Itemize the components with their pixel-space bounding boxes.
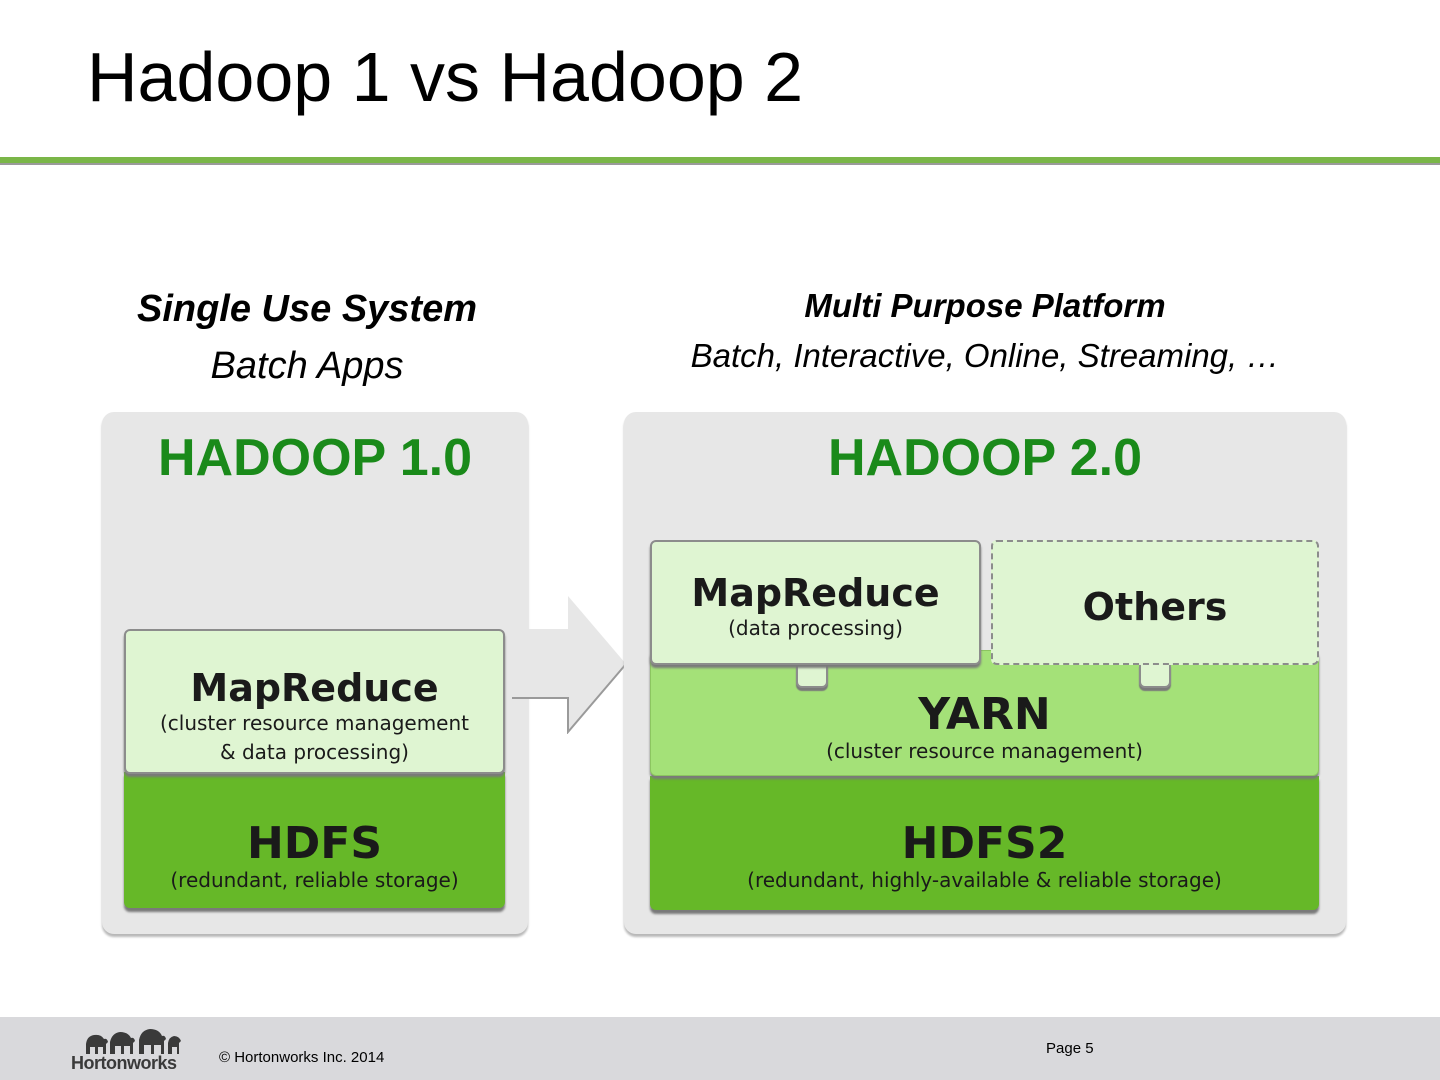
mapreduce-v1-desc-line1: (cluster resource management [159, 711, 469, 735]
title-divider [0, 157, 1440, 163]
others-yarn-connector [1139, 664, 1171, 688]
others-block: Others [991, 540, 1319, 665]
hortonworks-logo: Hortonworks [71, 1053, 177, 1073]
copyright-text: © Hortonworks Inc. 2014 [219, 1049, 385, 1066]
mapreduce-v2-label: MapReduce [691, 571, 940, 615]
mapreduce-v1-block: MapReduce (cluster resource management &… [124, 629, 505, 774]
left-subheading: Batch Apps [210, 345, 404, 387]
hdfs2-desc: (redundant, highly-available & reliable … [747, 868, 1222, 892]
hdfs-label: HDFS [246, 818, 383, 869]
yarn-desc: (cluster resource management) [826, 739, 1143, 763]
title-divider-shadow [0, 163, 1440, 165]
left-heading: Single Use System [136, 288, 478, 330]
others-label: Others [1082, 585, 1228, 629]
upgrade-arrow-icon [512, 596, 627, 734]
yarn-block: YARN (cluster resource management) [650, 650, 1319, 776]
yarn-label: YARN [918, 689, 1051, 740]
right-heading: Multi Purpose Platform [804, 287, 1166, 324]
mapreduce-v2-block: MapReduce (data processing) [650, 540, 981, 665]
hdfs-block: HDFS (redundant, reliable storage) [124, 772, 505, 908]
hdfs-desc: (redundant, reliable storage) [170, 868, 459, 892]
mapreduce-v2-desc: (data processing) [728, 616, 903, 640]
right-subheading: Batch, Interactive, Online, Streaming, … [690, 337, 1280, 374]
mapreduce-v1-desc-line2: & data processing) [220, 740, 409, 764]
footer-bar [0, 1017, 1440, 1080]
slide-title: Hadoop 1 vs Hadoop 2 [87, 38, 804, 116]
mapreduce-yarn-connector [796, 664, 828, 688]
hdfs2-label: HDFS2 [901, 818, 1068, 869]
mapreduce-v1-label: MapReduce [190, 666, 439, 710]
page-number: Page 5 [1046, 1040, 1094, 1057]
hadoop1-title: HADOOP 1.0 [157, 429, 473, 487]
elephant-logo-icon [86, 1029, 181, 1054]
hadoop2-title: HADOOP 2.0 [827, 429, 1143, 487]
hdfs2-block: HDFS2 (redundant, highly-available & rel… [650, 776, 1319, 910]
